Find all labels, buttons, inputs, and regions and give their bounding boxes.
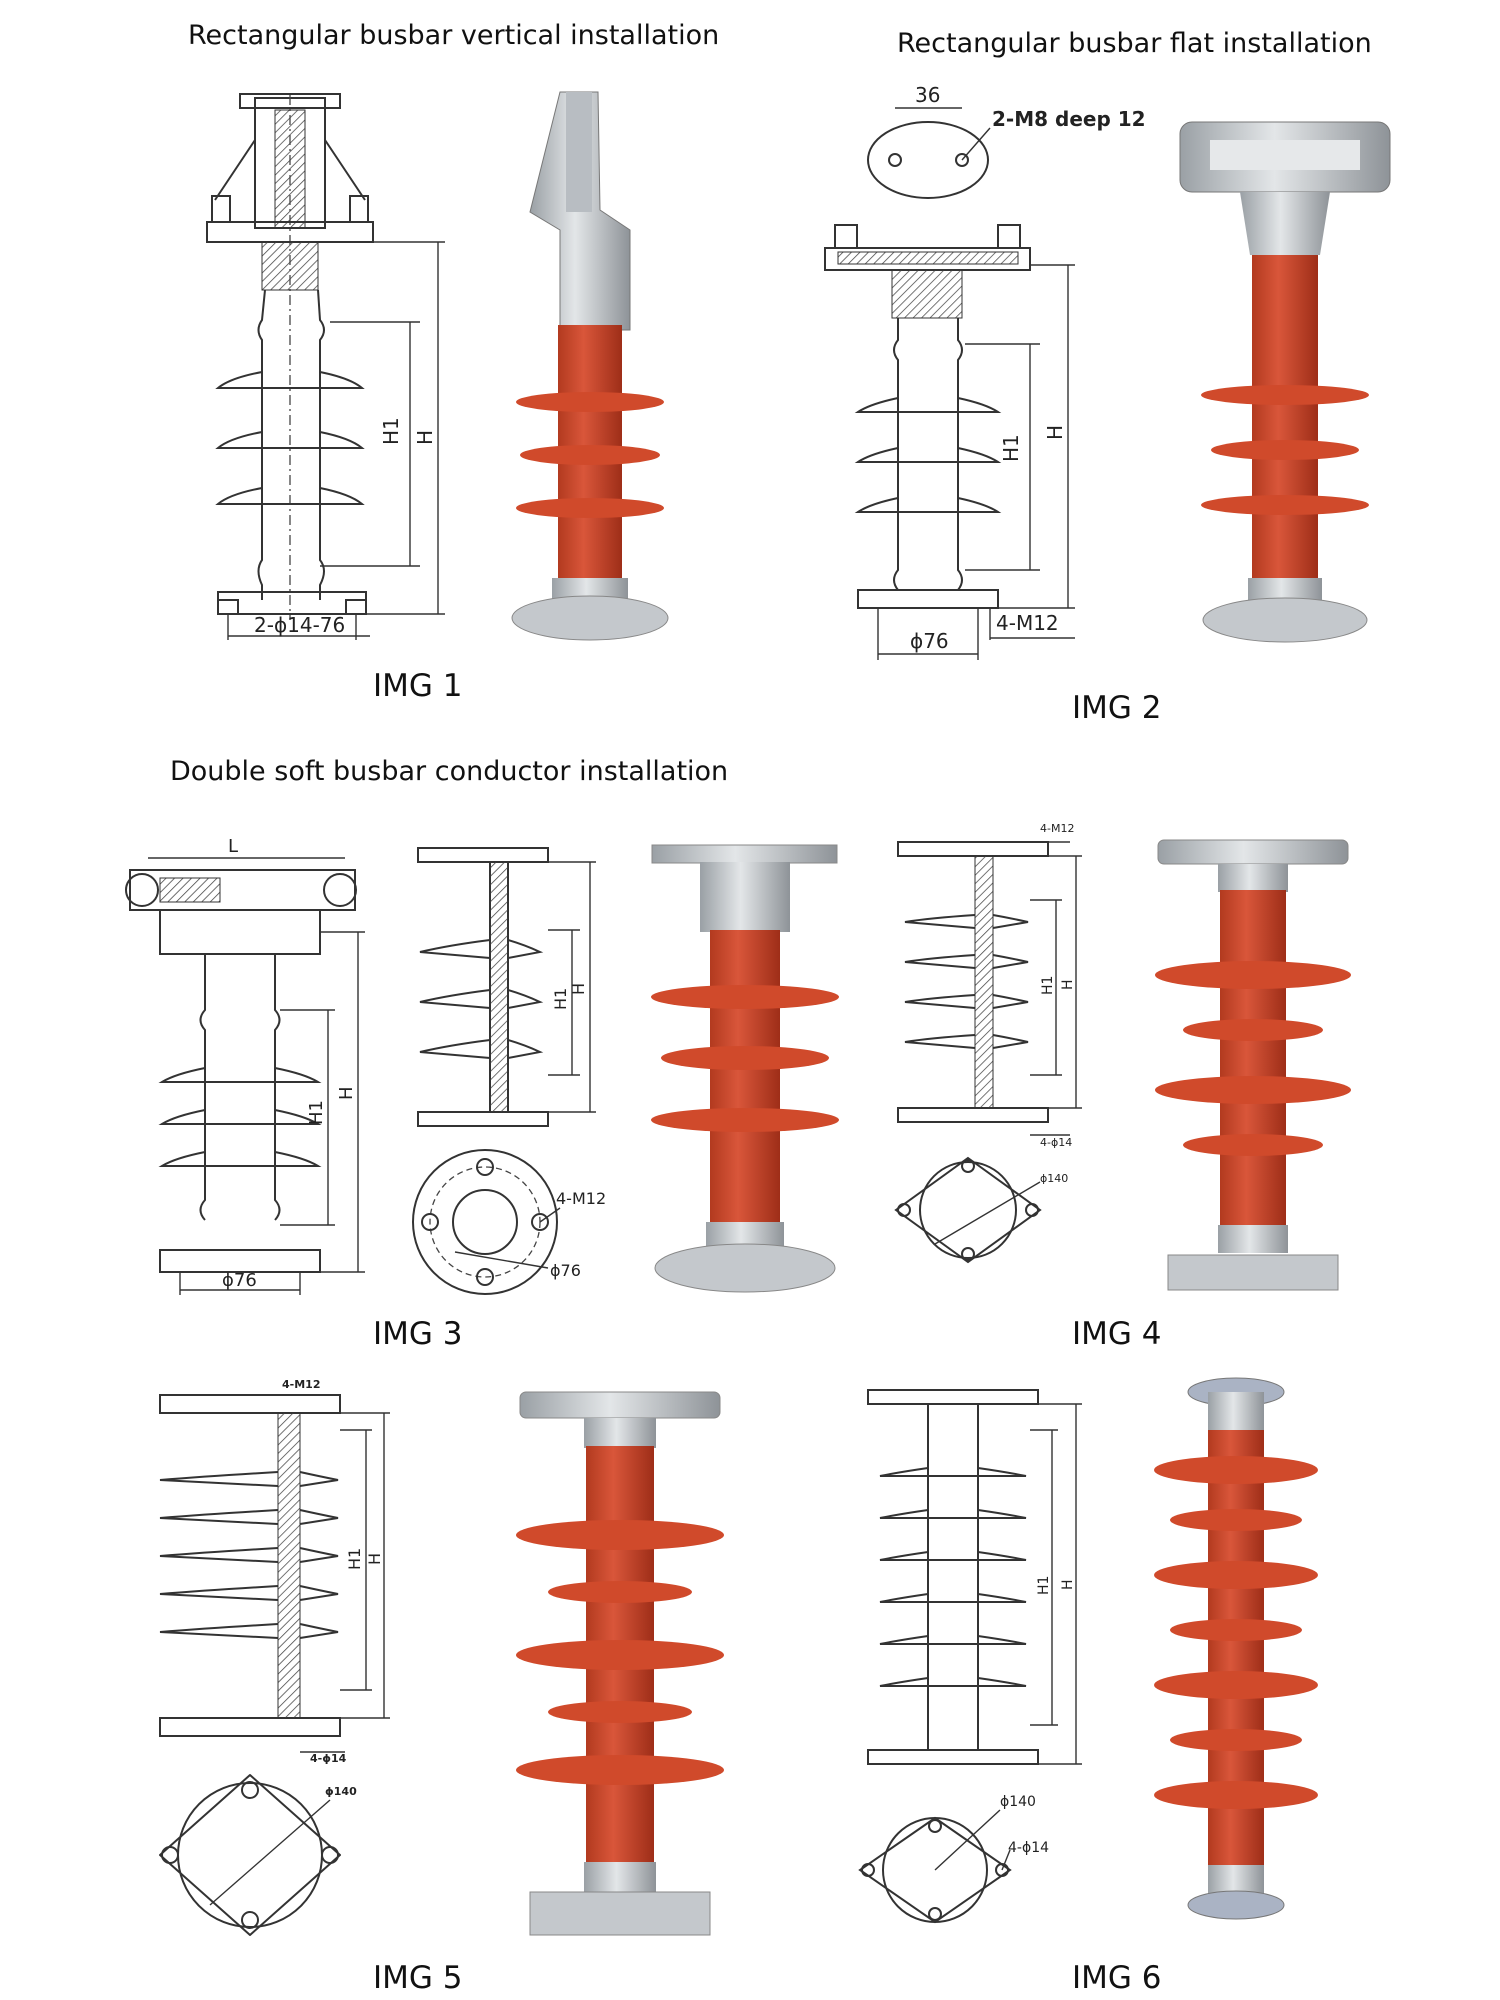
img5-top-label: 4-M12 bbox=[282, 1378, 320, 1391]
img3-plan-dia-label: ϕ76 bbox=[550, 1261, 581, 1280]
img3-h1b-label: H1 bbox=[551, 988, 570, 1010]
img1-technical-drawing: H1 H 2-ϕ14-76 bbox=[206, 93, 445, 640]
img2-technical-drawing: 36 2-M8 deep 12 H1 H ϕ76 4-M12 bbox=[824, 83, 1146, 660]
img6-holes-label: 4-ϕ14 bbox=[1008, 1840, 1049, 1856]
label-img-4: IMG 4 bbox=[1072, 1316, 1162, 1352]
img1-insulator-photo bbox=[511, 91, 669, 641]
heading-flat-installation: Rectangular busbar flat installation bbox=[897, 28, 1372, 59]
label-img-5: IMG 5 bbox=[373, 1960, 463, 1996]
label-img-2: IMG 2 bbox=[1072, 690, 1162, 726]
img2-dia-label: ϕ76 bbox=[910, 629, 949, 653]
heading-double-soft-installation: Double soft busbar conductor installatio… bbox=[170, 756, 729, 787]
img2-top-width-label: 36 bbox=[915, 83, 940, 107]
img3-bolts-label: 4-M12 bbox=[556, 1189, 606, 1208]
img3-dia-label: ϕ76 bbox=[222, 1270, 257, 1291]
label-img-3: IMG 3 bbox=[373, 1316, 463, 1352]
img2-thread-label: 2-M8 deep 12 bbox=[992, 107, 1146, 131]
img4-h-label: H bbox=[1060, 979, 1076, 990]
img5-h-label: H bbox=[365, 1553, 384, 1565]
label-img-1: IMG 1 bbox=[373, 668, 463, 704]
img2-h1-label: H1 bbox=[999, 434, 1023, 462]
img6-h-label: H bbox=[1060, 1579, 1076, 1590]
img5-dia-label: ϕ140 bbox=[325, 1785, 357, 1798]
img5-technical-drawing: 4-M12 H1 H 4-ϕ14 ϕ140 bbox=[159, 1378, 390, 1936]
img3-h1-label: H1 bbox=[306, 1100, 327, 1125]
img6-h1-label: H1 bbox=[1036, 1576, 1052, 1595]
img2-h-label: H bbox=[1043, 425, 1067, 440]
img2-bolts-label: 4-M12 bbox=[996, 611, 1059, 635]
img3-hb-label: H bbox=[569, 983, 588, 995]
heading-vertical-installation: Rectangular busbar vertical installation bbox=[188, 20, 720, 51]
img5-insulator-photo bbox=[516, 1391, 724, 1936]
img6-technical-drawing: H1 H ϕ140 4-ϕ14 bbox=[858, 1389, 1082, 1924]
img1-hole-label: 2-ϕ14-76 bbox=[254, 613, 345, 637]
img5-bottom-label: 4-ϕ14 bbox=[310, 1752, 347, 1765]
img1-h-label: H bbox=[413, 430, 437, 445]
label-img-6: IMG 6 bbox=[1072, 1960, 1162, 1996]
img4-bottom-label: 4-ϕ14 bbox=[1040, 1136, 1072, 1149]
img4-insulator-photo bbox=[1155, 839, 1351, 1291]
img4-technical-drawing: 4-M12 H1 H 4-ϕ14 ϕ140 bbox=[894, 822, 1082, 1264]
img3-l-label: L bbox=[228, 836, 238, 857]
img4-top-label: 4-M12 bbox=[1040, 822, 1074, 835]
img5-h1-label: H1 bbox=[345, 1548, 364, 1570]
img2-insulator-photo bbox=[1179, 121, 1391, 643]
img4-dia-label: ϕ140 bbox=[1040, 1172, 1068, 1185]
img3-insulator-photo bbox=[651, 844, 839, 1293]
img3-technical-drawing: L H1 H ϕ76 H1 H bbox=[125, 836, 606, 1295]
img3-h-label: H bbox=[336, 1086, 357, 1100]
img6-insulator-photo bbox=[1154, 1377, 1318, 1920]
img6-dia-label: ϕ140 bbox=[1000, 1794, 1036, 1810]
img1-h1-label: H1 bbox=[379, 417, 403, 445]
img4-h1-label: H1 bbox=[1040, 976, 1056, 995]
